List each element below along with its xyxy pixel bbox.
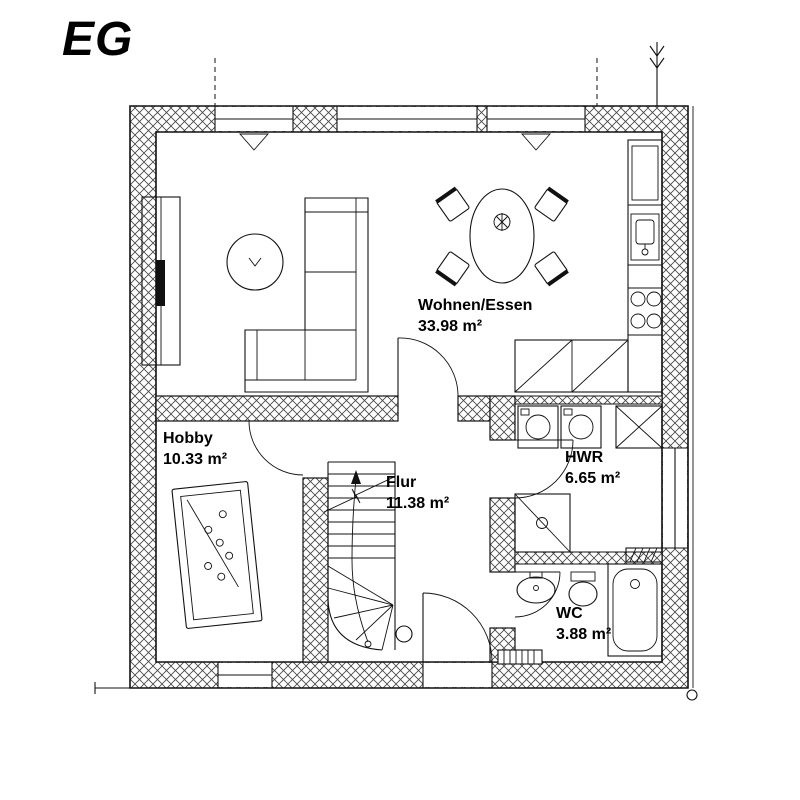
wall-hobby-flur (302, 477, 329, 663)
doormat-grate (497, 649, 543, 665)
exterior-annotations (94, 42, 698, 701)
kitchen-cabinet (631, 145, 659, 201)
room-area-hwr: 6.65 m² (565, 470, 620, 487)
staircase (323, 461, 413, 651)
wall-flur-hwr (489, 395, 516, 441)
toilet (568, 571, 598, 607)
duct-shaft (615, 405, 663, 449)
downpipe-icon (686, 689, 698, 701)
wall-kitchen-hwr (514, 395, 663, 405)
floor-level-label: EG (62, 13, 134, 66)
dining-chair (435, 251, 470, 287)
tv-sideboard (141, 196, 181, 366)
room-name-hwr: HWR (565, 449, 604, 466)
billiard-table (171, 481, 263, 629)
window-swing-mark (521, 133, 551, 151)
door-wc (514, 571, 561, 618)
wc-fixtures (516, 547, 663, 657)
radiator (625, 547, 663, 563)
wall-flur-hwr (489, 497, 516, 573)
window (217, 661, 273, 689)
dryer (560, 405, 602, 449)
room-name-flur: Flur (386, 474, 416, 491)
window (661, 447, 689, 549)
doors (248, 337, 574, 663)
kitchen-sink (630, 213, 660, 261)
hobby-furniture (171, 481, 263, 629)
wash-basin (516, 571, 556, 604)
kitchen-counter (514, 139, 663, 393)
door-living (397, 337, 459, 397)
room-labels: Wohnen/Essen 33.98 m² Hobby 10.33 m² Flu… (163, 297, 620, 643)
wall-living-south (155, 395, 399, 422)
washing-machine (517, 405, 559, 449)
stair-walk-line (351, 470, 372, 648)
room-area-wohnen: 33.98 m² (418, 318, 482, 335)
shower (514, 493, 571, 553)
newel-post (395, 625, 413, 643)
vent-pipe-icon (649, 42, 665, 106)
tv-icon (156, 260, 165, 306)
dining-set (435, 186, 569, 287)
window-swing-mark (239, 133, 269, 151)
entrance-door-opening (422, 662, 493, 689)
room-name-wohnen: Wohnen/Essen (418, 297, 532, 314)
dining-chair (435, 186, 470, 222)
door-hwr (514, 439, 574, 499)
dining-chair (534, 251, 569, 287)
window (214, 105, 294, 133)
walls (129, 105, 689, 689)
window (486, 105, 586, 133)
dining-chair (534, 186, 569, 222)
wall-living-south (457, 395, 491, 422)
window (336, 105, 478, 133)
door-entrance (422, 592, 493, 663)
room-area-hobby: 10.33 m² (163, 451, 227, 468)
room-name-hobby: Hobby (163, 430, 213, 447)
kitchen-corner-counter (514, 339, 629, 393)
stair-break-line (323, 476, 395, 513)
openings (214, 105, 689, 689)
room-name-wc: WC (556, 605, 583, 622)
boundary-line (94, 682, 130, 694)
room-area-wc: 3.88 m² (556, 626, 611, 643)
bathtub (607, 563, 663, 657)
table-plant-icon (493, 213, 511, 231)
living-room-furniture (141, 139, 663, 393)
side-table (226, 233, 284, 291)
hwr-fixtures (514, 405, 663, 553)
door-hobby (248, 420, 304, 476)
room-area-flur: 11.38 m² (386, 495, 449, 512)
sofa (244, 197, 369, 393)
cue-stick (186, 499, 239, 588)
cooktop (630, 291, 662, 329)
